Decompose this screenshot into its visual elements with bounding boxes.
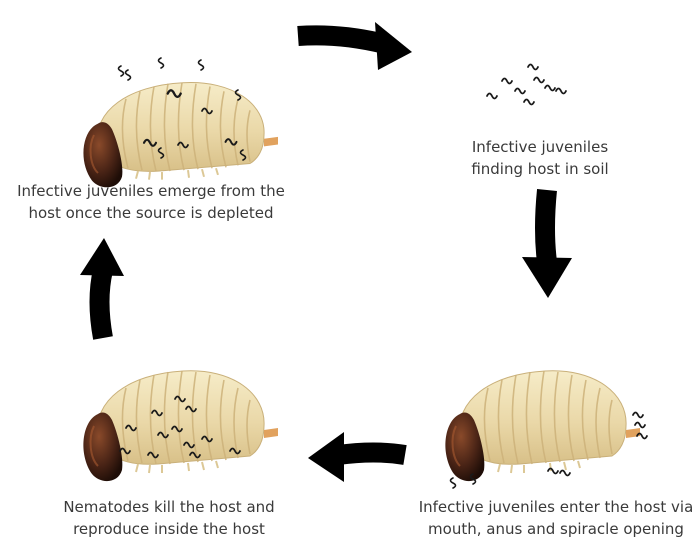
grub-kill xyxy=(83,371,278,481)
stage-kill-line-2: reproduce inside the host xyxy=(44,518,294,540)
stage-emerge-line-1: Infective juveniles emerge from the xyxy=(6,180,296,202)
stage-kill-line-1: Nematodes kill the host and xyxy=(44,496,294,518)
stage-enter-caption: Infective juveniles enter the host via m… xyxy=(414,496,698,540)
stage-finding-line-1: Infective juveniles xyxy=(440,136,640,158)
stage-enter-line-1: Infective juveniles enter the host via xyxy=(414,496,698,518)
stage-kill-caption: Nematodes kill the host and reproduce in… xyxy=(44,496,294,540)
arrow-left xyxy=(80,238,124,338)
stage-finding-line-2: finding host in soil xyxy=(440,158,640,180)
arrow-top xyxy=(298,22,412,70)
stage-emerge-caption: Infective juveniles emerge from the host… xyxy=(6,180,296,224)
grub-enter xyxy=(445,371,640,481)
arrow-bottom xyxy=(308,432,405,482)
arrow-right xyxy=(522,190,572,298)
grub-emerge xyxy=(83,83,278,188)
stage-finding-caption: Infective juveniles finding host in soil xyxy=(440,136,640,180)
stage-emerge-line-2: host once the source is depleted xyxy=(6,202,296,224)
nematodes-in-soil xyxy=(487,65,566,105)
stage-enter-line-2: mouth, anus and spiracle opening xyxy=(414,518,698,540)
